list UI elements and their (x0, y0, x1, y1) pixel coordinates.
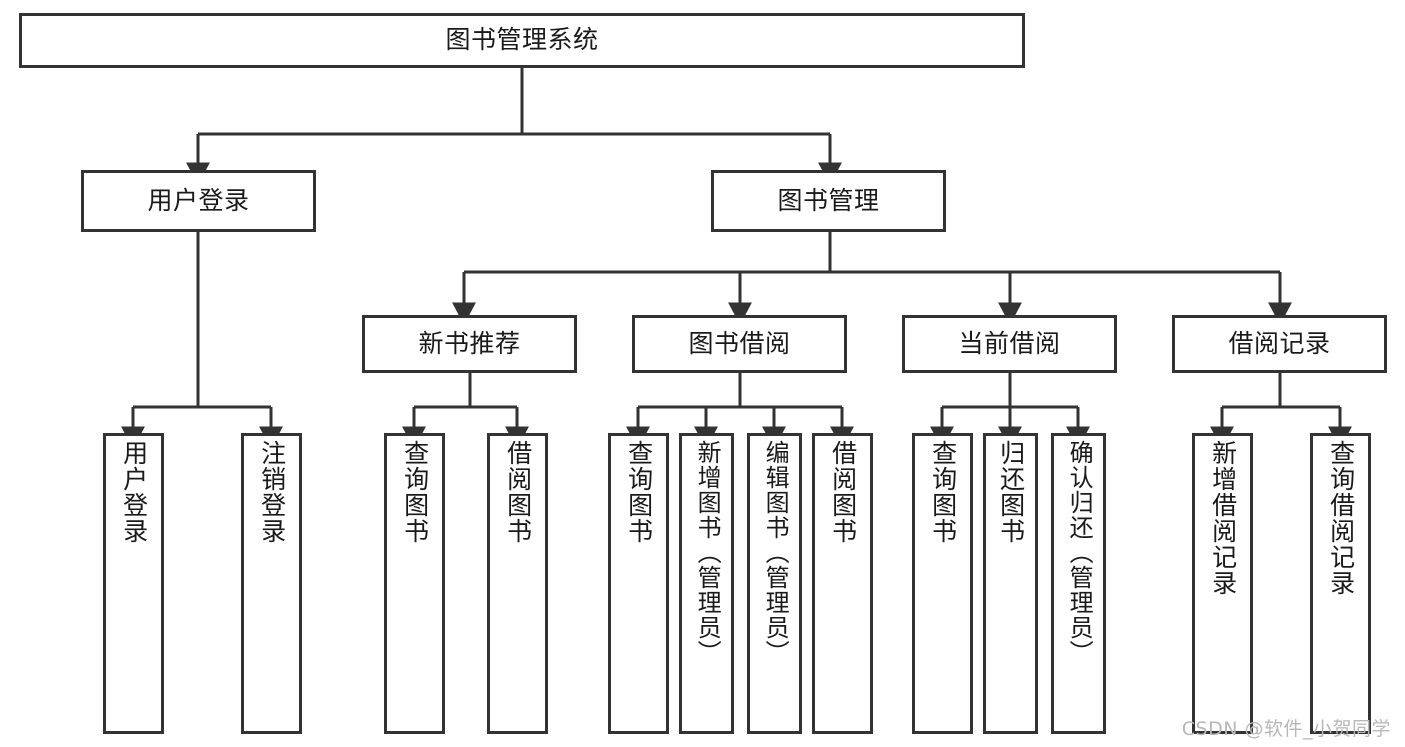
watermark-text: CSDN @软件_小贺同学 (1181, 718, 1391, 740)
node-leaf-query-book-2-label: 查询图书 (624, 440, 654, 544)
node-borrow-record-label: 借阅记录 (1228, 328, 1331, 358)
node-leaf-query-book-1[interactable]: 查询图书 (384, 433, 445, 734)
node-leaf-add-book-label: 新增图书（管理员） (693, 440, 722, 665)
node-leaf-query-record-label: 查询借阅记录 (1326, 440, 1356, 596)
node-leaf-confirm-return-label: 确认归还（管理员） (1065, 440, 1094, 665)
node-leaf-query-book-3-label: 查询图书 (928, 440, 958, 544)
node-leaf-add-book[interactable]: 新增图书（管理员） (679, 433, 734, 734)
node-leaf-edit-book[interactable]: 编辑图书（管理员） (747, 433, 802, 734)
node-leaf-query-book-2[interactable]: 查询图书 (608, 433, 669, 734)
node-leaf-user-login-label: 用户登录 (119, 440, 149, 544)
node-leaf-edit-book-label: 编辑图书（管理员） (761, 440, 790, 665)
node-current-borrow[interactable]: 当前借阅 (902, 315, 1117, 373)
node-leaf-borrow-book-2-label: 借阅图书 (828, 440, 858, 544)
node-current-borrow-label: 当前借阅 (958, 328, 1061, 358)
node-book-manage-label: 图书管理 (777, 185, 880, 215)
node-root[interactable]: 图书管理系统 (19, 13, 1025, 68)
node-leaf-confirm-return[interactable]: 确认归还（管理员） (1051, 433, 1106, 734)
node-leaf-query-record[interactable]: 查询借阅记录 (1310, 433, 1371, 734)
node-leaf-query-book-1-label: 查询图书 (400, 440, 430, 544)
node-book-borrow[interactable]: 图书借阅 (632, 315, 847, 373)
node-leaf-add-record[interactable]: 新增借阅记录 (1192, 433, 1253, 734)
node-borrow-record[interactable]: 借阅记录 (1172, 315, 1387, 373)
node-leaf-return-book[interactable]: 归还图书 (983, 433, 1038, 734)
node-book-manage[interactable]: 图书管理 (711, 170, 946, 232)
node-leaf-borrow-book-1[interactable]: 借阅图书 (487, 433, 548, 734)
node-leaf-borrow-book-1-label: 借阅图书 (503, 440, 533, 544)
node-new-book-recommend-label: 新书推荐 (418, 328, 521, 358)
node-root-label: 图书管理系统 (445, 25, 599, 55)
node-leaf-add-record-label: 新增借阅记录 (1208, 440, 1238, 596)
node-new-book-recommend[interactable]: 新书推荐 (362, 315, 577, 373)
node-user-login[interactable]: 用户登录 (81, 170, 316, 232)
node-user-login-label: 用户登录 (147, 185, 250, 215)
node-leaf-user-logout-label: 注销登录 (257, 440, 287, 544)
node-leaf-user-logout[interactable]: 注销登录 (241, 433, 302, 734)
node-leaf-return-book-label: 归还图书 (996, 440, 1026, 544)
node-leaf-user-login[interactable]: 用户登录 (103, 433, 164, 734)
node-leaf-query-book-3[interactable]: 查询图书 (912, 433, 973, 734)
node-book-borrow-label: 图书借阅 (688, 328, 791, 358)
node-leaf-borrow-book-2[interactable]: 借阅图书 (812, 433, 873, 734)
